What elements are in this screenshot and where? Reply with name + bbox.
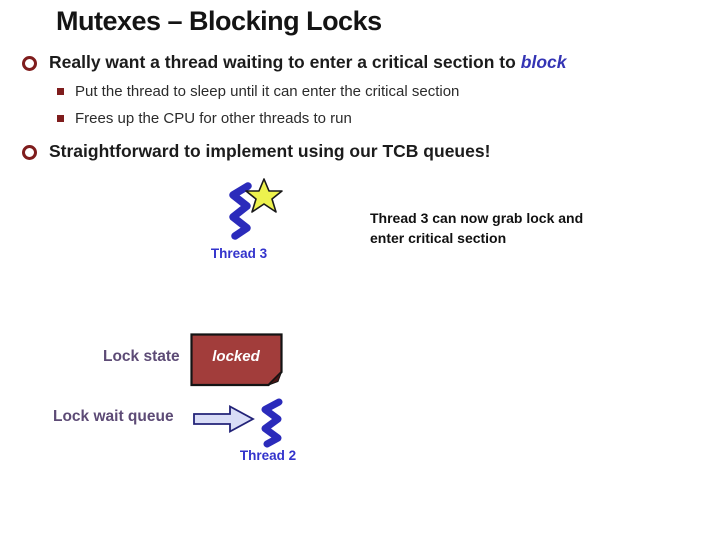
bullet-level1: Really want a thread waiting to enter a … (22, 51, 712, 73)
lock-state-value: locked (212, 347, 260, 365)
bullet1-emphasis: block (520, 52, 567, 72)
lock-wait-queue-label: Lock wait queue (53, 408, 174, 425)
thread2-label: Thread 2 (239, 448, 297, 463)
block-arrow-right-icon (193, 404, 255, 434)
lock-state-box (190, 333, 283, 387)
ring-bullet-icon (22, 145, 37, 160)
thread2-zigzag-icon (261, 398, 283, 448)
star-icon (245, 178, 283, 213)
bullet1-main-text: Really want a thread waiting to enter a … (49, 52, 516, 72)
slide-title: Mutexes – Blocking Locks (56, 6, 382, 36)
thread3-zigzag-icon (229, 182, 252, 240)
bullet-level1: Straightforward to implement using our T… (22, 140, 712, 162)
square-bullet-icon (57, 88, 64, 95)
square-bullet-icon (57, 115, 64, 122)
bullet-level2: Frees up the CPU for other threads to ru… (57, 109, 677, 128)
annotation-text: Thread 3 can now grab lock and enter cri… (370, 208, 583, 248)
thread3-label: Thread 3 (210, 246, 268, 261)
bullet-text: Straightforward to implement using our T… (49, 141, 491, 161)
ring-bullet-icon (22, 56, 37, 71)
bullet-level2: Put the thread to sleep until it can ent… (57, 82, 677, 101)
annotation-line1: Thread 3 can now grab lock and (370, 210, 584, 226)
sub-bullet-text: Put the thread to sleep until it can ent… (75, 83, 460, 100)
annotation-line2: enter critical section (370, 230, 507, 246)
lock-state-label: Lock state (103, 348, 180, 365)
bullet-text: Really want a thread waiting to enter a … (49, 51, 567, 73)
sub-bullet-text: Frees up the CPU for other threads to ru… (75, 110, 352, 127)
